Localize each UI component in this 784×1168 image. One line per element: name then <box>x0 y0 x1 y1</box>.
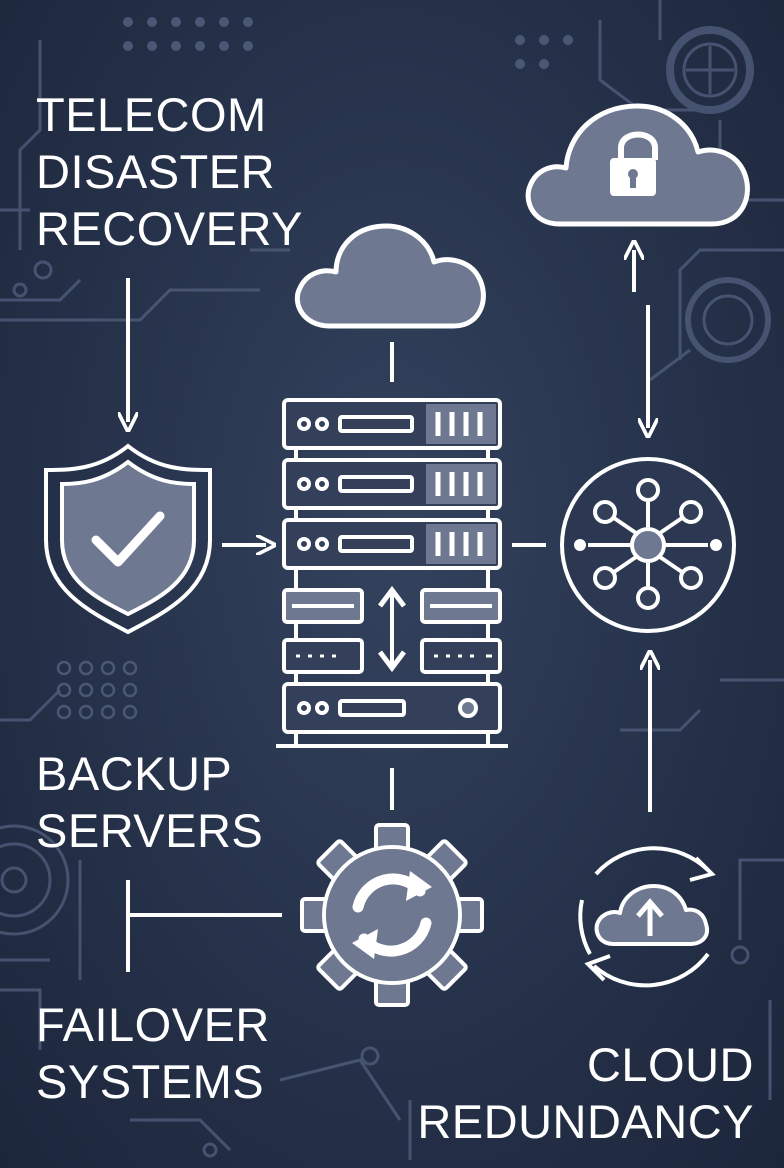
connectors <box>128 250 650 972</box>
label-backup-servers: BACKUP SERVERS <box>36 747 264 857</box>
network-hub-icon <box>560 457 736 633</box>
server-unit <box>282 518 502 570</box>
dot-grid <box>123 17 573 69</box>
server-rack-icon <box>276 398 508 748</box>
cloud-icon <box>294 223 486 329</box>
diagram-title: TELECOM DISASTER RECOVERY <box>36 88 303 255</box>
gear-sync-icon <box>300 823 484 1007</box>
label-cloud-redundancy: CLOUD REDUNDANCY <box>417 1038 754 1148</box>
ring-grid <box>56 660 138 720</box>
label-failover-systems: FAILOVER SYSTEMS <box>36 998 270 1108</box>
cloud-lock-icon <box>525 103 750 227</box>
backup-module-right <box>420 588 502 674</box>
backup-module-left <box>282 588 364 674</box>
shield-check-icon <box>44 443 212 635</box>
server-unit <box>282 458 502 510</box>
server-unit <box>282 398 502 450</box>
cloud-upload-sync-icon <box>578 846 716 988</box>
sync-arrow-vertical <box>378 585 406 673</box>
server-unit-base <box>282 682 502 734</box>
